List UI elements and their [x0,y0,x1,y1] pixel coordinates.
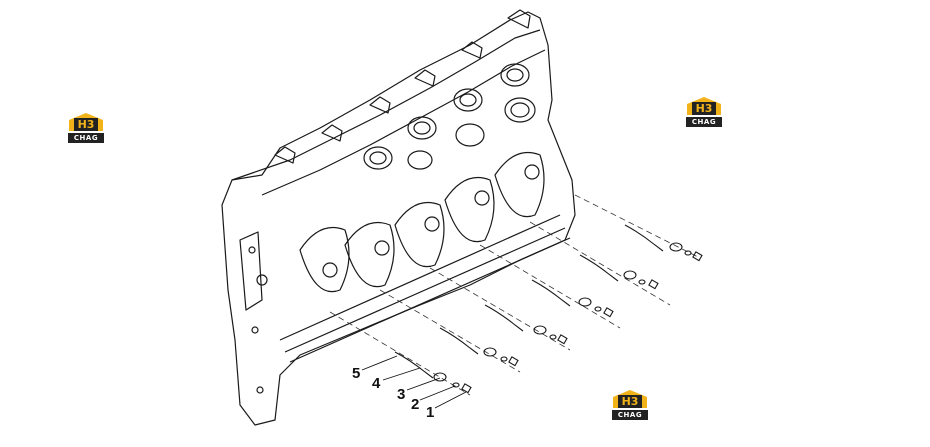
watermark-mark: H3 [618,395,642,408]
nozzle-set-1 [394,351,472,394]
watermark-word: CHAG [68,133,104,143]
nozzle-set-3 [484,304,568,345]
watermark-logo-right: H3 CHAG [685,96,723,128]
nozzle-set-6 [624,224,703,262]
watermark-mark: H3 [692,102,716,115]
callout-1: 1 [426,404,435,421]
nozzle-set-4 [531,279,614,318]
watermark-logo-left: H3 CHAG [67,112,105,144]
engine-block-outline [221,11,576,426]
nozzle-set-2 [439,327,519,367]
callout-2: 2 [411,396,420,413]
watermark-word: CHAG [686,117,722,127]
callout-3: 3 [397,386,406,403]
watermark-mark: H3 [74,118,98,131]
callout-5: 5 [352,365,361,382]
watermark-word: CHAG [612,410,648,420]
watermark-logo-bottom: H3 CHAG [611,389,649,421]
callout-4: 4 [372,375,381,392]
nozzle-set-5 [579,254,659,290]
